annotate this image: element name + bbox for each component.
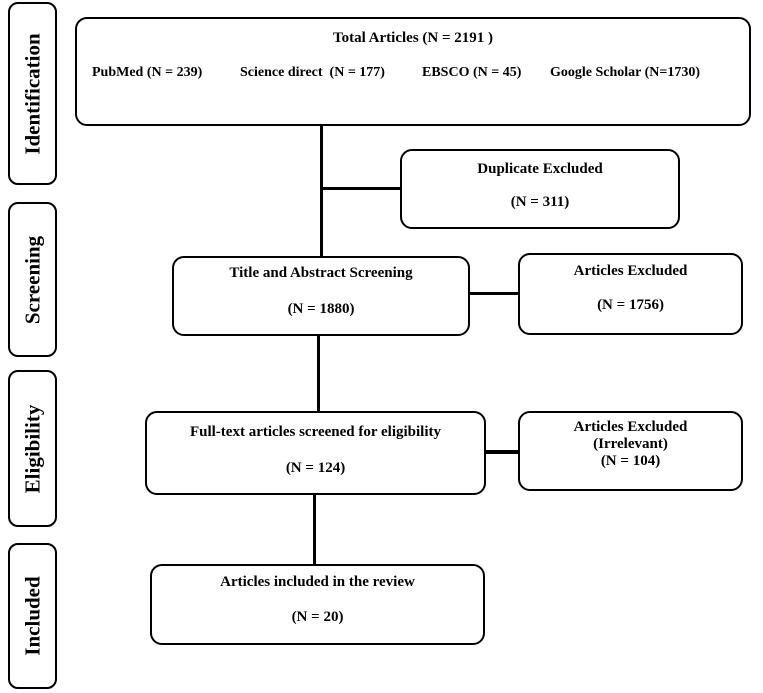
source-ebsco: EBSCO (N = 45) bbox=[422, 65, 522, 80]
fulltext-screening-box: Full-text articles screened for eligibil… bbox=[145, 411, 486, 495]
stage-screening-label: Screening bbox=[20, 235, 44, 324]
duplicate-excluded-box: Duplicate Excluded (N = 311) bbox=[400, 149, 680, 229]
connector-total-to-screening bbox=[320, 124, 323, 258]
total-articles-box: Total Articles (N = 2191 ) PubMed (N = 2… bbox=[75, 17, 751, 126]
source-google-scholar: Google Scholar (N=1730) bbox=[550, 65, 701, 80]
title-abstract-screening-title: Title and Abstract Screening bbox=[229, 265, 413, 281]
articles-excluded-box-2: Articles Excluded (Irrelevant) (N = 104) bbox=[518, 411, 743, 491]
articles-excluded-count-2: (N = 104) bbox=[600, 453, 661, 469]
connector-screening-to-fulltext bbox=[317, 334, 320, 413]
articles-excluded-reason: (Irrelevant) bbox=[593, 436, 668, 452]
connector-to-duplicate bbox=[320, 187, 402, 190]
stage-included-label: Included bbox=[20, 576, 44, 656]
articles-excluded-title-1: Articles Excluded bbox=[573, 263, 688, 279]
articles-included-title: Articles included in the review bbox=[220, 574, 415, 590]
stage-included: Included bbox=[8, 543, 57, 689]
articles-included-box: Articles included in the review (N = 20) bbox=[150, 564, 485, 645]
source-science-direct: Science direct (N = 177) bbox=[240, 65, 385, 80]
articles-included-count: (N = 20) bbox=[291, 609, 344, 625]
total-articles-title: Total Articles (N = 2191 ) bbox=[332, 30, 494, 46]
articles-excluded-count-1: (N = 1756) bbox=[597, 297, 664, 313]
connector-to-excluded2 bbox=[484, 450, 520, 454]
stage-eligibility: Eligibility bbox=[8, 370, 57, 527]
articles-excluded-title-2: Articles Excluded bbox=[573, 419, 688, 435]
articles-excluded-box-1: Articles Excluded (N = 1756) bbox=[518, 253, 743, 335]
stage-eligibility-label: Eligibility bbox=[20, 404, 44, 493]
stage-identification-label: Identification bbox=[20, 32, 44, 155]
title-abstract-screening-count: (N = 1880) bbox=[287, 301, 355, 317]
duplicate-excluded-title: Duplicate Excluded bbox=[477, 161, 603, 177]
source-pubmed: PubMed (N = 239) bbox=[92, 65, 203, 80]
connector-fulltext-to-included bbox=[313, 493, 316, 566]
title-abstract-screening-box: Title and Abstract Screening (N = 1880) bbox=[172, 256, 470, 336]
fulltext-screening-count: (N = 124) bbox=[285, 460, 346, 476]
duplicate-excluded-count: (N = 311) bbox=[510, 194, 570, 210]
stage-identification: Identification bbox=[8, 2, 57, 185]
fulltext-screening-title: Full-text articles screened for eligibil… bbox=[189, 424, 442, 440]
stage-screening: Screening bbox=[8, 202, 57, 357]
connector-to-excluded1 bbox=[468, 292, 520, 295]
